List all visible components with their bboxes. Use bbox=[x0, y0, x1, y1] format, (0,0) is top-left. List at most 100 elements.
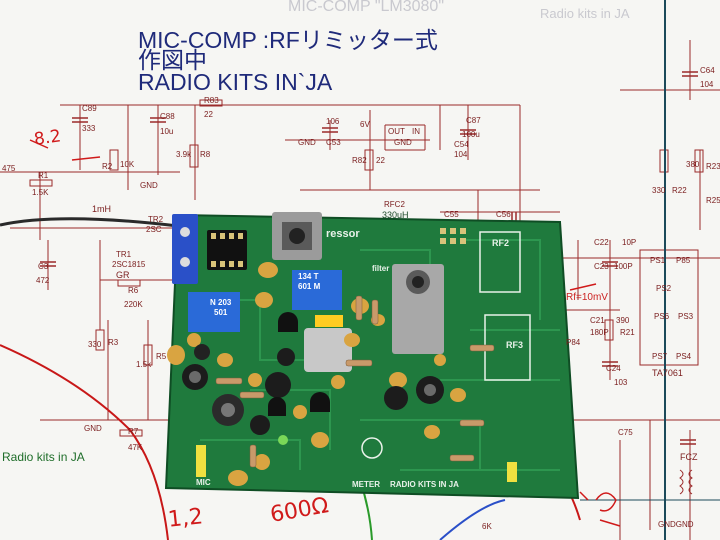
label-1mh: 1mH bbox=[92, 204, 112, 214]
label-c21: C21 bbox=[590, 316, 605, 325]
label-22: 22 bbox=[204, 110, 213, 119]
label-gndgnd: GNDGND bbox=[658, 520, 694, 529]
label-c87: C87 bbox=[466, 116, 481, 125]
label-472: 472 bbox=[36, 276, 50, 285]
label-gnd-1: GND bbox=[140, 181, 158, 190]
label-c22: C22 bbox=[594, 238, 609, 247]
label-r3: R3 bbox=[108, 338, 119, 347]
handnote-8-2: 8.2 bbox=[32, 126, 63, 150]
label-tr1: TR1 bbox=[116, 250, 132, 259]
label-p85: P85 bbox=[676, 256, 691, 265]
label-c54: C54 bbox=[454, 140, 469, 149]
label-r83: R83 bbox=[204, 96, 219, 105]
heading-line-3: RADIO KITS IN`JA bbox=[138, 69, 333, 95]
board-brand-label: RADIO KITS IN JA bbox=[390, 480, 459, 489]
label-r2: R2 bbox=[102, 162, 113, 171]
label-c75: C75 bbox=[618, 428, 633, 437]
label-106: 106 bbox=[326, 117, 340, 126]
label-r5: R5 bbox=[156, 352, 167, 361]
label-6v: 6V bbox=[360, 120, 370, 129]
label-c55: C55 bbox=[444, 210, 459, 219]
label-in: IN bbox=[412, 127, 420, 136]
label-rf-eq: Rf=10mV bbox=[566, 292, 608, 303]
label-2sc: 2SC bbox=[146, 225, 162, 234]
pcb-board bbox=[164, 212, 580, 500]
label-100p: 100P bbox=[614, 262, 633, 271]
label-gr: GR bbox=[116, 270, 130, 280]
label-r22: R22 bbox=[672, 186, 687, 195]
label-r1: R1 bbox=[38, 171, 49, 180]
label-ta7061: TA7061 bbox=[652, 368, 683, 378]
label-6k: 6K bbox=[482, 522, 492, 531]
label-ps1: PS1 bbox=[650, 256, 666, 265]
label-fcz: FCZ bbox=[680, 452, 698, 462]
label-p84: P84 bbox=[566, 338, 581, 347]
label-ps7: PS7 bbox=[652, 352, 668, 361]
label-gnd-3: GND bbox=[394, 138, 412, 147]
label-r21: R21 bbox=[620, 328, 635, 337]
coil2-marking-a: N 203 bbox=[210, 298, 232, 307]
label-tr2: TR2 bbox=[148, 215, 164, 224]
label-1-5kb: 1.5k bbox=[136, 360, 152, 369]
heading-line-2: 作図中 bbox=[138, 47, 207, 73]
label-r23: R23 bbox=[706, 162, 720, 171]
label-220k: 220K bbox=[124, 300, 143, 309]
label-2sc1815: 2SC1815 bbox=[112, 260, 146, 269]
label-1-5k: 1.5K bbox=[32, 188, 49, 197]
board-meter-label: METER bbox=[352, 480, 380, 489]
label-390: 390 bbox=[616, 316, 630, 325]
label-gnd-2: GND bbox=[298, 138, 316, 147]
label-r6: R6 bbox=[128, 286, 139, 295]
label-ps2: PS2 bbox=[656, 284, 672, 293]
label-475: 475 bbox=[2, 164, 16, 173]
coil1-marking-b: 601 M bbox=[298, 282, 321, 291]
label-330uh: 330uH bbox=[382, 210, 409, 220]
label-104: 104 bbox=[454, 150, 468, 159]
label-c24: C24 bbox=[606, 364, 621, 373]
label-330: 330 bbox=[88, 340, 102, 349]
label-180p: 180P bbox=[590, 328, 609, 337]
label-10k: 10K bbox=[120, 160, 135, 169]
coil1-marking-a: 134 T bbox=[298, 272, 319, 281]
label-380: 380 bbox=[686, 160, 700, 169]
label-c64: C64 bbox=[700, 66, 715, 75]
label-r8: R8 bbox=[200, 150, 211, 159]
label-r7: R7 bbox=[128, 427, 139, 436]
handnote-1-2: 1,2 bbox=[166, 504, 205, 533]
label-ps3: PS3 bbox=[678, 312, 694, 321]
label-c23: C23 bbox=[594, 262, 609, 271]
label-c88: C88 bbox=[160, 112, 175, 121]
label-ps4: PS4 bbox=[676, 352, 692, 361]
label-3-9k: 3.9k bbox=[176, 150, 192, 159]
label-c53: C53 bbox=[326, 138, 341, 147]
label-330b: 330 bbox=[652, 186, 666, 195]
label-c89: C89 bbox=[82, 104, 97, 113]
ghost-text-top-right: Radio kits in JA bbox=[540, 6, 630, 21]
label-gnd-4: GND bbox=[84, 424, 102, 433]
label-22b: 22 bbox=[376, 156, 385, 165]
caption-radio-kits: Radio kits in JA bbox=[2, 450, 85, 464]
label-rfc2: RFC2 bbox=[384, 200, 405, 209]
label-104b: 104 bbox=[700, 80, 714, 89]
label-100u: 100u bbox=[462, 130, 480, 139]
label-10u: 10u bbox=[160, 127, 174, 136]
board-filter-label: filter bbox=[372, 264, 390, 273]
label-out: OUT bbox=[388, 127, 405, 136]
label-10p: 10P bbox=[622, 238, 637, 247]
ghost-text-top-mid: MIC-COMP "LM3080" bbox=[288, 0, 444, 15]
board-mic-label: MIC bbox=[196, 478, 211, 487]
heading-line-1: MIC-COMP :RFリミッター式 bbox=[138, 27, 438, 53]
label-47k: 47K bbox=[128, 443, 143, 452]
label-ps6: PS6 bbox=[654, 312, 670, 321]
board-title: ressor bbox=[326, 228, 360, 240]
board-rf2-label: RF2 bbox=[492, 238, 510, 248]
label-r25: R25 bbox=[706, 196, 720, 205]
label-r82: R82 bbox=[352, 156, 367, 165]
label-103: 103 bbox=[614, 378, 628, 387]
coil2-marking-b: 501 bbox=[214, 308, 228, 317]
label-333: 333 bbox=[82, 124, 96, 133]
board-rf3-label: RF3 bbox=[506, 340, 524, 350]
label-c3: C3 bbox=[38, 262, 49, 271]
